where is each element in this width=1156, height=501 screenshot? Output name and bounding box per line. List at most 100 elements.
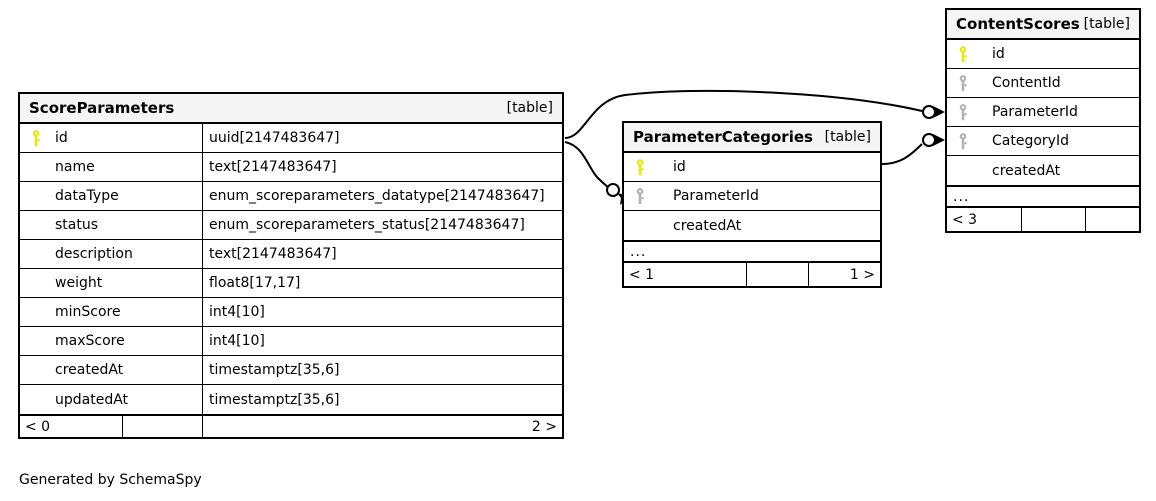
- column-name: description: [55, 246, 133, 262]
- table-rows: id ContentId: [947, 40, 1139, 185]
- column-name-cell: CategoryId: [947, 127, 1139, 155]
- table-type-tag: [table]: [1083, 16, 1130, 32]
- footer-children-count[interactable]: 2 >: [202, 416, 562, 437]
- table-footer: < 0 2 >: [20, 414, 562, 437]
- table-row[interactable]: updatedAt timestamptz[35,6]: [20, 385, 562, 414]
- column-name-cell: name: [20, 153, 202, 181]
- column-type: uuid[2147483647]: [202, 124, 562, 152]
- foreign-key-icon: [952, 74, 974, 92]
- column-type: enum_scoreparameters_status[2147483647]: [202, 211, 562, 239]
- table-row[interactable]: ParameterId: [947, 98, 1139, 127]
- table-contentscores[interactable]: ContentScores [table] id: [945, 8, 1141, 233]
- edge-arrowhead: [933, 134, 945, 146]
- column-name: dataType: [55, 188, 119, 204]
- table-scoreparameters[interactable]: ScoreParameters [table] id uuid[21474836…: [18, 92, 564, 439]
- column-name: name: [55, 159, 95, 175]
- column-type: enum_scoreparameters_datatype[2147483647…: [202, 182, 562, 210]
- column-name-cell: createdAt: [624, 211, 880, 240]
- table-title: ContentScores: [956, 15, 1080, 33]
- column-type: text[2147483647]: [202, 153, 562, 181]
- table-rows: id ParameterId: [624, 153, 880, 240]
- more-columns-indicator[interactable]: ...: [624, 240, 880, 263]
- table-rows: id uuid[2147483647] name text[2147483647…: [20, 124, 562, 414]
- table-row[interactable]: description text[2147483647]: [20, 240, 562, 269]
- table-row[interactable]: ParameterId: [624, 182, 880, 211]
- edge-scoreparameters-id-to-parametercategories-parameterid: [564, 141, 611, 190]
- table-row[interactable]: ContentId: [947, 69, 1139, 98]
- foreign-key-icon: [629, 187, 651, 205]
- footer-middle-cell: [746, 263, 808, 286]
- column-type: int4[10]: [202, 298, 562, 326]
- table-type-tag: [table]: [506, 100, 553, 116]
- footer-parents-count[interactable]: < 1: [629, 266, 655, 283]
- column-name-cell: updatedAt: [20, 385, 202, 414]
- table-header: ParameterCategories [table]: [624, 123, 880, 153]
- column-name-cell: ParameterId: [947, 98, 1139, 126]
- table-row[interactable]: status enum_scoreparameters_status[21474…: [20, 211, 562, 240]
- column-type: float8[17,17]: [202, 269, 562, 297]
- column-type: timestamptz[35,6]: [202, 385, 562, 414]
- column-type: text[2147483647]: [202, 240, 562, 268]
- column-name-cell: id: [624, 153, 880, 181]
- column-name-cell: ContentId: [947, 69, 1139, 97]
- table-row[interactable]: weight float8[17,17]: [20, 269, 562, 298]
- column-name-cell: weight: [20, 269, 202, 297]
- column-name-cell: status: [20, 211, 202, 239]
- column-name-cell: minScore: [20, 298, 202, 326]
- column-name-cell: description: [20, 240, 202, 268]
- column-name: ParameterId: [992, 104, 1078, 120]
- column-name-cell: dataType: [20, 182, 202, 210]
- table-row[interactable]: createdAt: [624, 211, 880, 240]
- column-name: id: [992, 46, 1005, 62]
- generated-by-label: Generated by SchemaSpy: [19, 472, 202, 488]
- footer-parents-count[interactable]: < 3: [952, 211, 978, 228]
- column-name-cell: ParameterId: [624, 182, 880, 210]
- column-name: ContentId: [992, 75, 1061, 91]
- table-header: ContentScores [table]: [947, 10, 1139, 40]
- table-row[interactable]: createdAt timestamptz[35,6]: [20, 356, 562, 385]
- column-name: updatedAt: [55, 391, 129, 408]
- column-name: CategoryId: [992, 133, 1069, 149]
- table-title: ParameterCategories: [633, 128, 813, 146]
- column-name: createdAt: [55, 362, 124, 378]
- column-name-cell: id: [20, 124, 202, 152]
- column-name: status: [55, 217, 99, 233]
- primary-key-icon: [629, 158, 651, 176]
- edge-parametercategories-id-to-contentscores-categoryid: [881, 143, 923, 165]
- primary-key-icon: [25, 129, 47, 147]
- column-name-cell: createdAt: [20, 356, 202, 384]
- column-name: weight: [55, 275, 103, 291]
- footer-middle-cell: [1021, 208, 1085, 231]
- table-row[interactable]: id: [624, 153, 880, 182]
- foreign-key-icon: [952, 132, 974, 150]
- table-header: ScoreParameters [table]: [20, 94, 562, 124]
- table-row[interactable]: CategoryId: [947, 127, 1139, 156]
- table-row[interactable]: createdAt: [947, 156, 1139, 185]
- table-parametercategories[interactable]: ParameterCategories [table] id: [622, 121, 882, 288]
- table-row[interactable]: dataType enum_scoreparameters_datatype[2…: [20, 182, 562, 211]
- edge-endpoint-circle: [606, 183, 620, 197]
- table-footer: < 1 1 >: [624, 263, 880, 286]
- column-name: minScore: [55, 304, 121, 320]
- column-name-cell: maxScore: [20, 327, 202, 355]
- footer-children-count[interactable]: [1085, 208, 1139, 231]
- table-row[interactable]: minScore int4[10]: [20, 298, 562, 327]
- table-footer: < 3: [947, 208, 1139, 231]
- column-name: maxScore: [55, 333, 125, 349]
- column-name: id: [55, 130, 68, 146]
- edge-arrowhead: [933, 106, 945, 118]
- column-name-cell: createdAt: [947, 156, 1139, 185]
- footer-parents-count[interactable]: < 0: [25, 418, 51, 435]
- table-row[interactable]: name text[2147483647]: [20, 153, 562, 182]
- table-row[interactable]: id: [947, 40, 1139, 69]
- more-columns-indicator[interactable]: ...: [947, 185, 1139, 208]
- table-row[interactable]: id uuid[2147483647]: [20, 124, 562, 153]
- foreign-key-icon: [952, 103, 974, 121]
- table-type-tag: [table]: [824, 129, 871, 145]
- column-name: createdAt: [673, 217, 742, 234]
- edge-endpoint-circle: [922, 105, 936, 119]
- footer-children-count[interactable]: 1 >: [808, 263, 880, 286]
- table-row[interactable]: maxScore int4[10]: [20, 327, 562, 356]
- column-name: id: [673, 159, 686, 175]
